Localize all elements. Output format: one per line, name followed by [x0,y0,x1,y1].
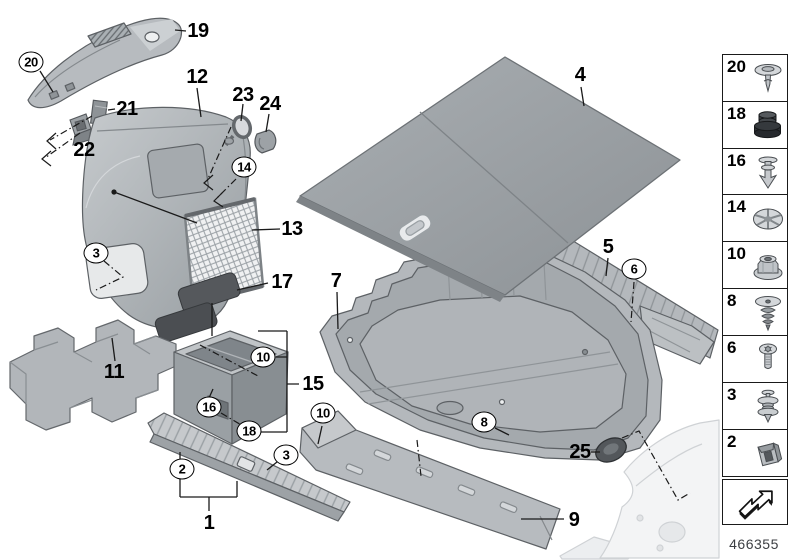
callout-1[interactable]: 1 [203,512,215,534]
callout-22[interactable]: 22 [73,139,95,161]
legend-number: 20 [727,57,746,76]
callout-24[interactable]: 24 [259,93,281,115]
callout-15[interactable]: 15 [302,373,324,395]
callout-14-circle[interactable]: 14 [231,156,257,178]
callout-20-circle[interactable]: 20 [18,51,44,73]
callout-12[interactable]: 12 [186,66,208,88]
callout-13[interactable]: 13 [281,218,303,240]
legend-item-10[interactable]: 10 [722,241,788,290]
part-24-retainer [254,129,277,154]
legend-item-2[interactable]: 2 [722,428,788,477]
legend-direction-box [722,478,788,525]
part-19-upper-trim [27,17,183,109]
expansion-clip-icon [757,389,779,423]
expansion-rivet-icon [758,156,778,189]
legend-item-6[interactable]: 6 [722,334,788,383]
assembly-dash-lines [44,115,691,501]
legend-number: 6 [727,337,737,357]
callout-9[interactable]: 9 [568,509,580,531]
legend-number: 3 [727,384,737,404]
callout-23[interactable]: 23 [232,84,254,106]
part-4-floor-panel [296,56,681,302]
push-rivet-icon [754,64,782,93]
legend-number: 2 [727,431,737,451]
callout-7[interactable]: 7 [330,270,342,292]
legend-item-8[interactable]: 8 [722,288,788,337]
legend-number: 18 [727,103,746,123]
part-7-storage-tray [319,252,663,461]
callout-4[interactable]: 4 [574,64,586,86]
legend-item-18[interactable]: 18 [722,100,788,149]
legend-item-16[interactable]: 16 [722,147,788,196]
legend-number: 16 [727,150,746,170]
drawing-number: 466355 [729,536,779,552]
callout-11[interactable]: 11 [103,361,125,383]
callout-3-circle-a[interactable]: 3 [83,242,109,264]
legend-number: 8 [727,291,737,311]
clamp-nut-icon [757,441,783,466]
callout-16-circle[interactable]: 16 [196,396,222,418]
callout-6-circle[interactable]: 6 [621,258,647,280]
legend-number: 10 [727,244,746,264]
callout-10-circle-b[interactable]: 10 [310,402,336,424]
direction-arrow-icon [738,489,773,520]
part-23-hook [223,114,253,147]
part-17-felt-pads [154,272,241,343]
legend-item-14[interactable]: 14 [722,194,788,243]
callout-2-circle[interactable]: 2 [169,458,195,480]
part-1-sill-cover [147,412,351,522]
right-rear-trim-reference [559,419,720,560]
callout-17[interactable]: 17 [271,271,293,293]
part-25-grommet [595,437,627,463]
coarse-thread-screw-icon [755,296,781,332]
callout-21[interactable]: 21 [116,98,138,120]
part-11-foam-insert [9,319,177,431]
callout-10-circle-a[interactable]: 10 [250,346,276,368]
callout-3-circle-b[interactable]: 3 [273,444,299,466]
sealing-plug-icon [754,111,781,138]
legend-item-20[interactable]: 20 [722,54,788,102]
legend-item-3[interactable]: 3 [722,381,788,430]
attachment-corner-marks [41,132,224,208]
screw-icon [759,343,777,369]
callout-8-circle[interactable]: 8 [471,411,497,433]
callout-5[interactable]: 5 [602,236,614,258]
flange-nut-icon [753,255,783,281]
callout-18-circle[interactable]: 18 [236,420,262,442]
legend-number: 14 [727,197,746,217]
part-22-bracket [69,113,92,146]
part-9-rear-floor-panel [299,410,561,550]
claw-washer-icon [753,208,783,230]
fastener-legend: 20 18 16 [722,54,788,525]
callout-25[interactable]: 25 [569,441,591,463]
callout-19[interactable]: 19 [187,20,209,42]
